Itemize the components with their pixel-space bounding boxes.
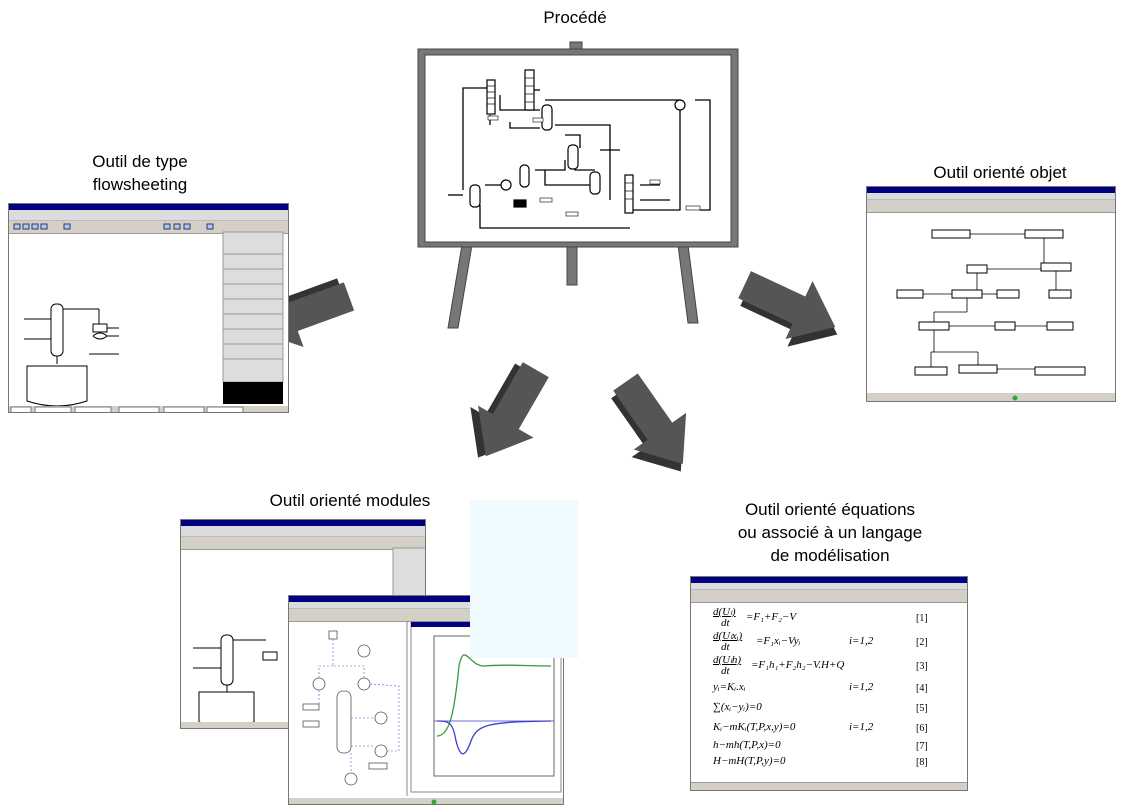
- cyan-overlay-panel: [470, 500, 578, 658]
- window-menubar: [181, 526, 425, 537]
- equation-number: [2]: [916, 637, 928, 648]
- equation-denominator: dt: [721, 665, 730, 677]
- window-menubar: [9, 210, 288, 221]
- equation-rhs: =F₁h₁+F₂h₂−V.H+Q: [751, 659, 845, 671]
- equation-condition: i=1,2: [849, 635, 874, 647]
- window-toolbar: [867, 200, 1115, 213]
- equation-denominator: dt: [721, 641, 730, 653]
- equation-number: [7]: [916, 741, 928, 752]
- window-titlebar: [867, 187, 1115, 193]
- equation-condition: i=1,2: [849, 681, 874, 693]
- equation-lhs: Kᵢ−mKᵢ(T,P,x,y)=0: [713, 721, 796, 733]
- equation-rhs: =F₁xᵢ−Vyᵢ: [756, 635, 801, 647]
- equation-denominator: dt: [721, 617, 730, 629]
- window-titlebar: [289, 596, 563, 602]
- plot-green-curve: [436, 654, 552, 737]
- equation-condition: i=1,2: [849, 721, 874, 733]
- label-equations-line3: de modélisation: [770, 546, 890, 565]
- label-equations-line1: Outil orienté équations: [744, 500, 916, 519]
- window-menubar: [691, 583, 967, 590]
- object-oriented-window: [866, 186, 1116, 402]
- label-modules-oriented: Outil orienté modules: [269, 491, 431, 510]
- window-statusbar: [691, 782, 967, 790]
- window-toolbar: [691, 590, 967, 603]
- equation-lhs: d(Uₗh): [713, 654, 742, 666]
- window-menubar: [867, 193, 1115, 200]
- label-flowsheeting-line1: Outil de type: [92, 152, 188, 171]
- equation-lhs: H−mH(T,P,y)=0: [713, 755, 786, 767]
- equation-lhs: d(Uₗ): [713, 606, 736, 618]
- equation-lhs: ∑(xᵢ−yᵢ)=0: [713, 701, 762, 713]
- window-titlebar: [9, 204, 288, 210]
- equation-rhs: =F₁+F₂−V: [746, 611, 797, 623]
- equation-number: [3]: [916, 661, 928, 672]
- equation-number: [4]: [916, 683, 928, 694]
- equation-lhs: h−mh(T,P,x)=0: [713, 739, 781, 751]
- equations-window: d(Uₗ) =F₁+F₂−V dt [1] d(Uₗxᵢ) =F₁xᵢ−Vyᵢ dt i=1,…: [690, 576, 968, 791]
- equation-number: [8]: [916, 757, 928, 768]
- equation-number: [5]: [916, 703, 928, 714]
- window-titlebar: [181, 520, 425, 526]
- label-equations-line2: ou associé à un langage: [737, 523, 923, 542]
- flowsheeting-window: [8, 203, 289, 413]
- label-process: Procédé: [543, 8, 607, 27]
- label-flowsheeting-line2: flowsheeting: [92, 175, 188, 194]
- label-object-oriented: Outil orienté objet: [933, 163, 1067, 182]
- window-titlebar: [691, 577, 967, 583]
- plot-blue-curve: [436, 720, 552, 755]
- equation-lhs: yᵢ=Kᵢ.xᵢ: [713, 681, 746, 693]
- equation-lhs: d(Uₗxᵢ): [713, 630, 743, 642]
- window-menubar: [289, 602, 563, 609]
- equation-number: [6]: [916, 723, 928, 734]
- flowsheet-canvas: [9, 223, 288, 412]
- window-toolbar: [9, 221, 288, 234]
- window-toolbar: [181, 537, 425, 550]
- modules-front-canvas: [289, 621, 563, 804]
- uml-diagram: [867, 229, 1115, 401]
- equation-number: [1]: [916, 613, 928, 624]
